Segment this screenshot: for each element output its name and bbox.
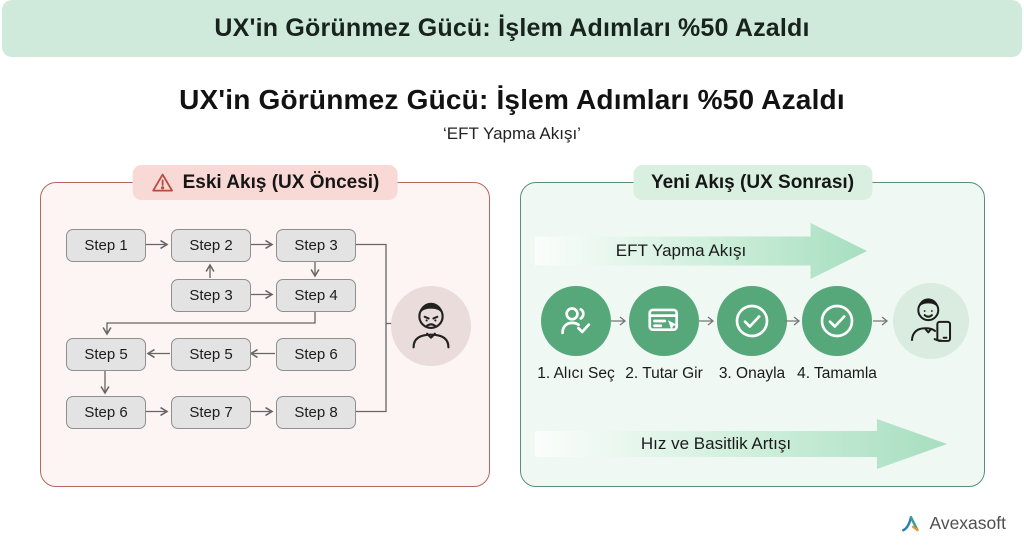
step-circle-1 [541,286,611,356]
check-circle-icon [732,301,772,341]
happy-user-icon [893,283,969,359]
old-flow-panel: Eski Akış (UX Öncesi) Step 1 Step 2 [40,165,490,487]
step-box: Step 8 [276,396,356,429]
benefit-arrow-label: Hız ve Basitlik Artışı [640,434,792,453]
step-box: Step 5 [66,338,146,371]
flow-arrow-label: EFT Yapma Akışı [615,241,747,260]
step-label: 3. Onayla [718,365,786,382]
step-box: Step 2 [171,229,251,262]
benefit-arrow-banner: Hız ve Basitlik Artışı [535,419,947,469]
step-box: Step 3 [276,229,356,262]
page-subtitle: ‘EFT Yapma Akışı’ [443,124,581,143]
step-circle-3 [717,286,787,356]
new-flow-title: Yeni Akış (UX Sonrası) [650,171,855,193]
step-label: 2. Tutar Gir [625,365,703,382]
old-flow-connectors [100,239,410,417]
arrow-right-icon [610,314,630,328]
step-label: 1. Alıcı Seç [537,365,615,382]
page-title: UX'in Görünmez Gücü: İşlem Adımları %50 … [179,84,845,115]
step-circle-2 [629,286,699,356]
arrow-right-icon [698,314,718,328]
old-flow-header: Eski Akış (UX Öncesi) [132,165,398,200]
brand-footer: Avexasoft [899,512,1006,535]
step-box: Step 6 [276,338,356,371]
step-box: Step 4 [276,279,356,312]
arrow-right-icon [872,314,892,328]
brand-name: Avexasoft [929,513,1006,533]
arrow-right-icon [784,314,804,328]
step-circle-4 [802,286,872,356]
warning-triangle-icon [151,171,175,195]
user-check-icon [557,302,595,340]
step-box: Step 1 [66,229,146,262]
banner-title: UX'in Görünmez Gücü: İşlem Adımları %50 … [214,14,810,42]
new-flow-panel: Yeni Akış (UX Sonrası) EFT Yapma Akışı [520,165,985,487]
step-label: 4. Tamamla [797,365,877,382]
new-flow-header: Yeni Akış (UX Sonrası) [632,165,873,200]
step-box: Step 3 [171,279,251,312]
form-input-icon [645,302,683,340]
step-box: Step 6 [66,396,146,429]
avexasoft-logo-icon [899,512,922,535]
step-box: Step 5 [171,338,251,371]
old-flow-title: Eski Akış (UX Öncesi) [182,171,380,193]
angry-user-icon [391,286,471,366]
check-circle-icon [817,301,857,341]
top-banner: UX'in Görünmez Gücü: İşlem Adımları %50 … [2,0,1022,57]
step-box: Step 7 [171,396,251,429]
flow-arrow-banner: EFT Yapma Akışı [535,223,867,279]
